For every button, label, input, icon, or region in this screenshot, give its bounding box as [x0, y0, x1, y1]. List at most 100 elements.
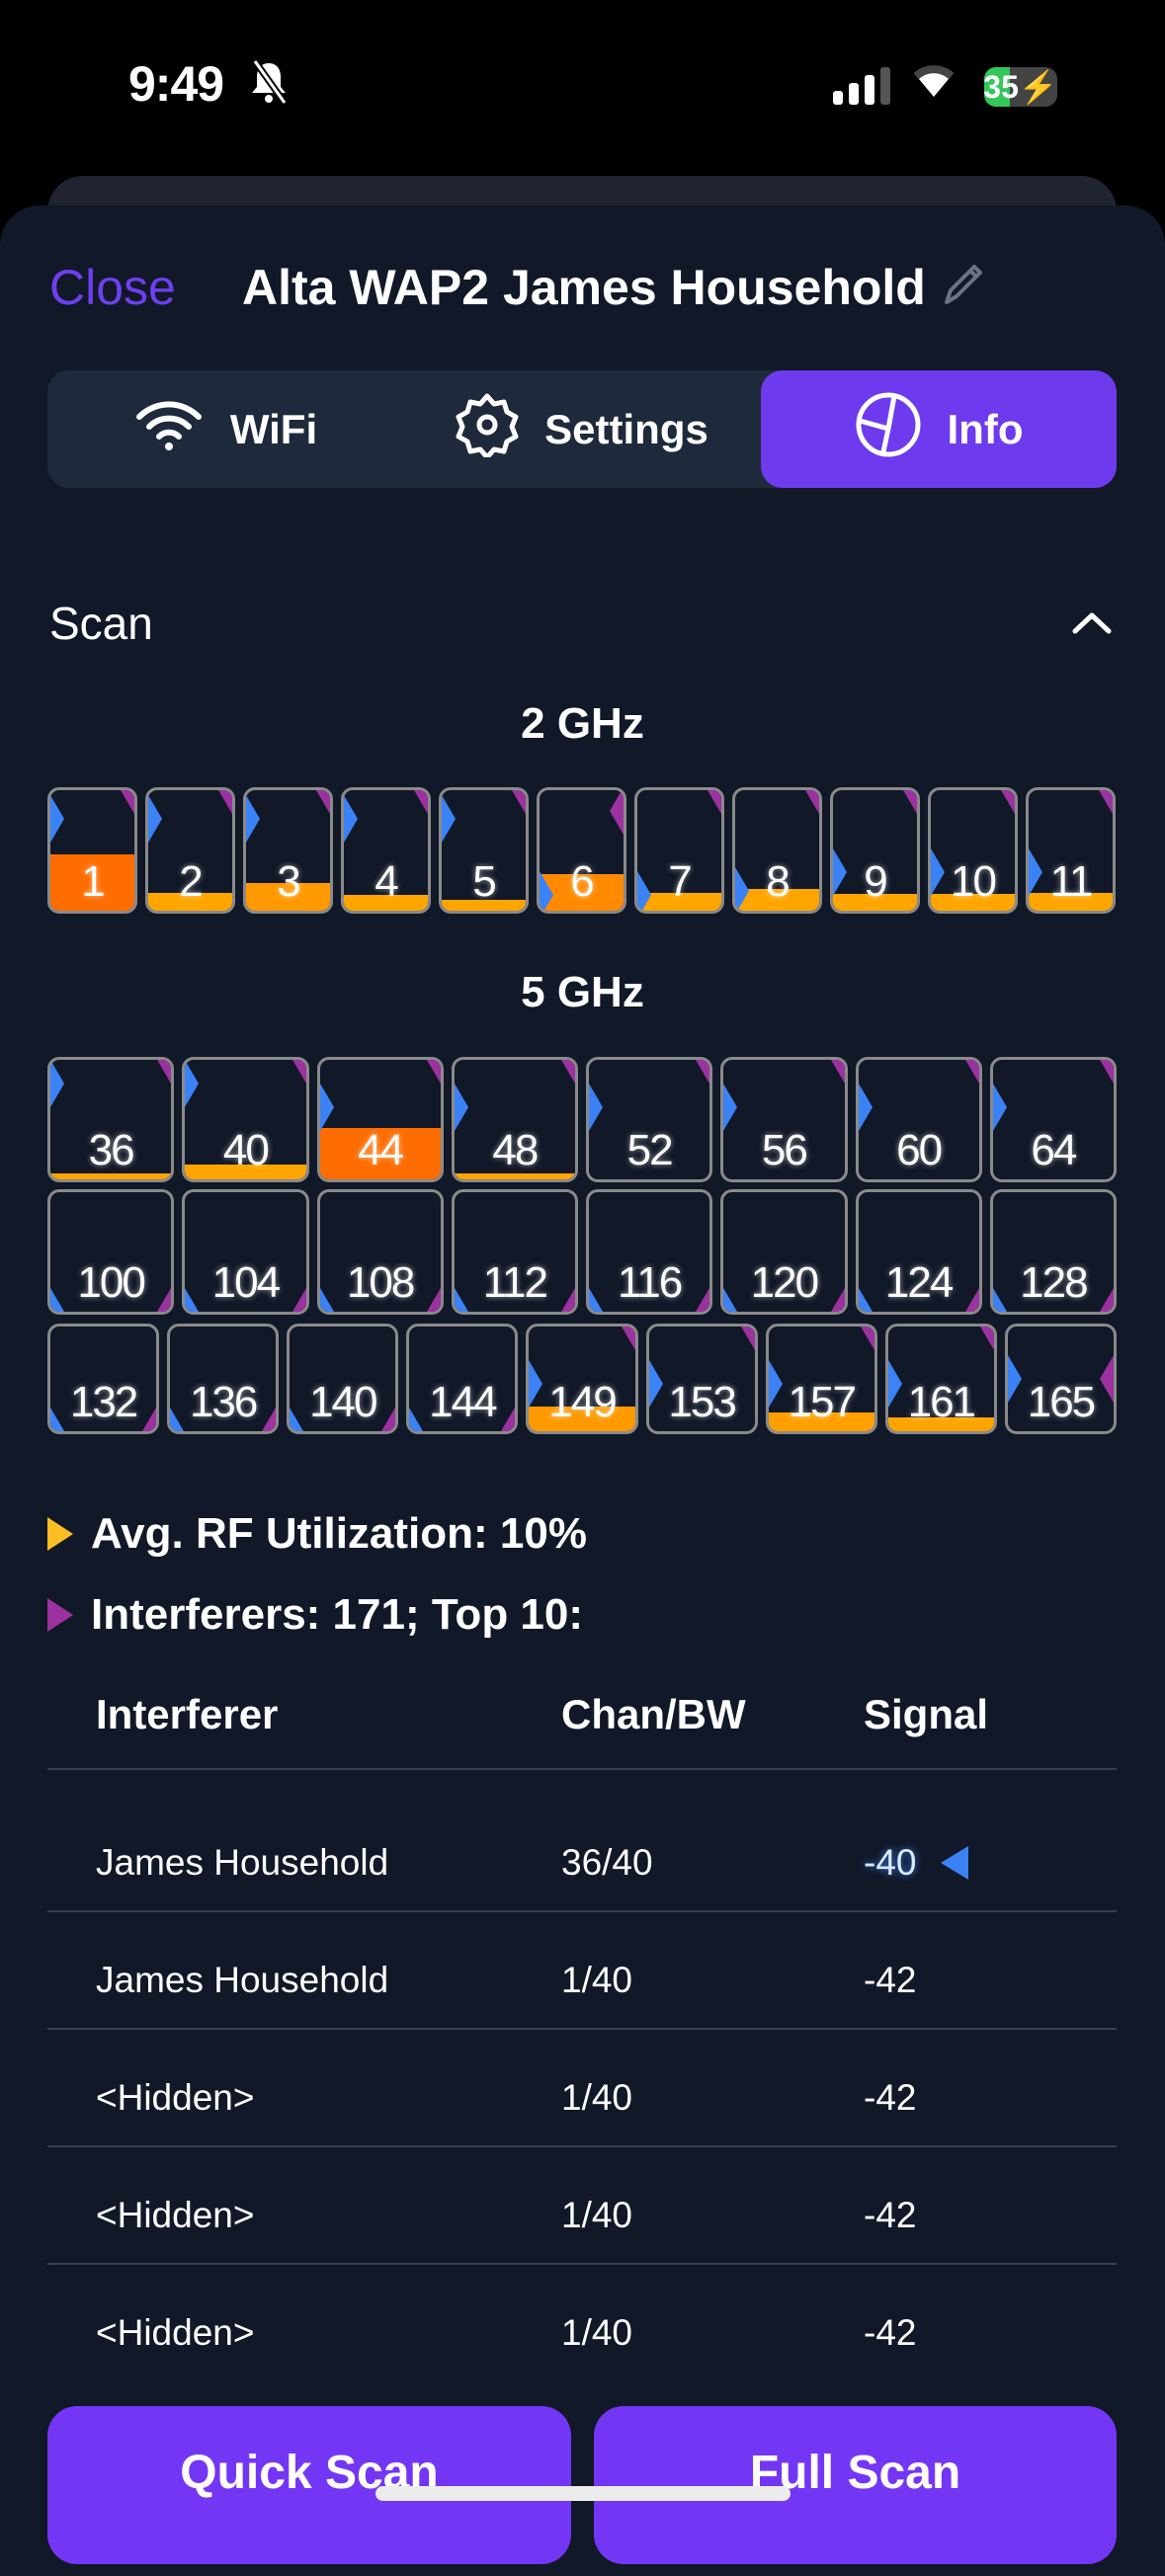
signal-marker-icon: [409, 1408, 424, 1431]
gear-icon: [456, 392, 519, 467]
signal-marker-icon: [589, 1084, 603, 1132]
channel-number: 60: [896, 1126, 943, 1174]
channel-tile-4[interactable]: 4: [341, 787, 431, 914]
column-header-interferer: Interferer: [96, 1691, 279, 1737]
divider: [47, 1910, 1117, 1912]
channel-tile-8[interactable]: 8: [732, 787, 822, 914]
channel-number: 64: [1031, 1126, 1077, 1174]
signal-marker-icon: [50, 795, 64, 844]
interferer-marker-icon: [316, 790, 330, 814]
interferer-name: <Hidden>: [96, 2312, 255, 2353]
channel-tile-144[interactable]: 144: [406, 1324, 519, 1434]
channel-bandwidth: 1/40: [561, 2312, 633, 2353]
interferer-marker-icon: [142, 1408, 157, 1431]
utilization-fill: [637, 892, 721, 911]
signal-marker-icon: [768, 1360, 783, 1409]
interferer-marker-icon: [740, 1327, 755, 1350]
channel-tile-1[interactable]: 1: [47, 787, 137, 914]
divider: [47, 1768, 1117, 1770]
utilization-fill: [442, 900, 526, 911]
signal-marker-icon: [1007, 1355, 1022, 1403]
avg-utilization-legend: Avg. RF Utilization: 10%: [47, 1509, 587, 1559]
channel-number: 153: [668, 1378, 736, 1426]
channel-tile-132[interactable]: 132: [47, 1324, 160, 1434]
channel-tile-116[interactable]: 116: [586, 1189, 713, 1315]
channel-tile-120[interactable]: 120: [720, 1189, 848, 1315]
interferer-marker-icon: [414, 790, 428, 814]
interferer-name: <Hidden>: [96, 2077, 255, 2118]
channel-tile-64[interactable]: 64: [989, 1057, 1117, 1182]
channel-tile-165[interactable]: 165: [1004, 1324, 1117, 1434]
signal-marker-icon: [833, 847, 847, 896]
channel-tile-124[interactable]: 124: [855, 1189, 982, 1315]
interferer-name: James Household: [96, 1842, 389, 1883]
tab-label: WiFi: [229, 405, 318, 452]
signal-marker-icon: [723, 1084, 738, 1132]
interferer-marker-icon: [47, 1598, 73, 1632]
signal-marker-icon: [637, 871, 651, 911]
tab-label: Settings: [544, 405, 708, 452]
channel-number: 44: [358, 1126, 404, 1174]
channel-number: 9: [864, 857, 887, 906]
interferer-marker-icon: [1100, 1060, 1114, 1084]
tab-wifi[interactable]: WiFi: [47, 370, 403, 488]
channel-tile-153[interactable]: 153: [645, 1324, 758, 1434]
interferer-marker-icon: [157, 1288, 172, 1312]
interferer-marker-icon: [121, 790, 134, 814]
channel-number: 56: [761, 1126, 808, 1174]
channel-tile-3[interactable]: 3: [243, 787, 333, 914]
close-button[interactable]: Close: [49, 260, 176, 315]
interferer-name: <Hidden>: [96, 2195, 255, 2235]
channel-tile-44[interactable]: 44: [316, 1057, 444, 1182]
tab-settings[interactable]: Settings: [403, 370, 761, 488]
channel-tile-10[interactable]: 10: [928, 787, 1018, 914]
channel-tile-9[interactable]: 9: [830, 787, 920, 914]
channel-tile-100[interactable]: 100: [47, 1189, 175, 1315]
pie-chart-icon: [855, 391, 922, 468]
channel-tile-36[interactable]: 36: [47, 1057, 175, 1182]
tab-info[interactable]: Info: [761, 370, 1117, 488]
utilization-fill: [887, 1417, 994, 1431]
channel-tile-7[interactable]: 7: [634, 787, 724, 914]
interferer-marker-icon: [610, 790, 624, 835]
signal-value: -42: [864, 2312, 917, 2353]
channel-tile-40[interactable]: 40: [182, 1057, 309, 1182]
channel-tile-56[interactable]: 56: [720, 1057, 848, 1182]
interferer-marker-icon: [381, 1408, 396, 1431]
channel-tile-5[interactable]: 5: [439, 787, 529, 914]
channel-tile-2[interactable]: 2: [145, 787, 235, 914]
tab-bar: WiFi Settings Info: [47, 370, 1117, 488]
channel-tile-60[interactable]: 60: [855, 1057, 982, 1182]
pencil-icon[interactable]: [939, 259, 988, 308]
channel-tile-136[interactable]: 136: [167, 1324, 280, 1434]
channel-tile-140[interactable]: 140: [287, 1324, 399, 1434]
channel-tile-149[interactable]: 149: [526, 1324, 638, 1434]
channel-bandwidth: 1/40: [561, 1960, 633, 2000]
utilization-fill: [735, 889, 819, 911]
channel-number: 52: [626, 1126, 674, 1174]
chevron-up-icon[interactable]: [1067, 598, 1117, 647]
channel-tile-52[interactable]: 52: [586, 1057, 713, 1182]
interferer-marker-icon: [218, 790, 232, 814]
utilization-fill: [833, 893, 917, 911]
channel-number: 116: [618, 1258, 683, 1307]
channel-tile-6[interactable]: 6: [537, 787, 626, 914]
channel-tile-161[interactable]: 161: [884, 1324, 997, 1434]
signal-marker-icon: [319, 1084, 334, 1132]
channel-tile-48[interactable]: 48: [451, 1057, 578, 1182]
channel-tile-104[interactable]: 104: [182, 1189, 309, 1315]
quick-scan-button[interactable]: Quick Scan: [47, 2406, 571, 2564]
signal-marker-icon: [858, 1084, 873, 1132]
channel-tile-157[interactable]: 157: [765, 1324, 877, 1434]
full-scan-button[interactable]: Full Scan: [594, 2406, 1117, 2564]
channel-tile-112[interactable]: 112: [451, 1189, 578, 1315]
interferer-marker-icon: [1099, 1355, 1114, 1403]
interferer-marker-icon: [561, 1288, 575, 1312]
quick-scan-label: Quick Scan: [180, 2447, 439, 2499]
band-5ghz-label: 5 GHz: [521, 968, 644, 1016]
channel-tile-11[interactable]: 11: [1026, 787, 1116, 914]
home-indicator[interactable]: [375, 2486, 791, 2501]
channel-tile-108[interactable]: 108: [316, 1189, 444, 1315]
channel-tile-128[interactable]: 128: [989, 1189, 1117, 1315]
channel-bandwidth: 36/40: [561, 1842, 653, 1883]
